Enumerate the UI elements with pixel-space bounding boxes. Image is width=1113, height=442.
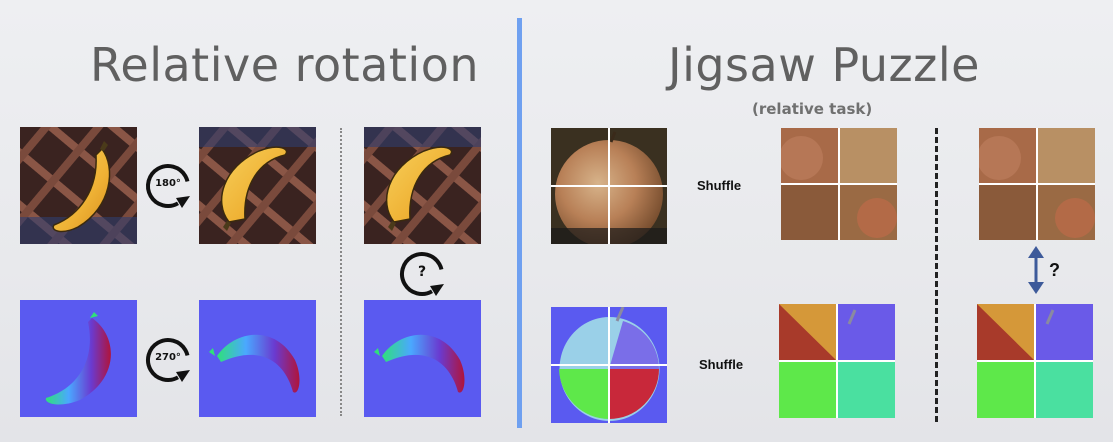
banana-photo-query: [364, 127, 481, 244]
rotate-arrow-icon: 180°: [140, 158, 196, 214]
relative-rotation-title: Relative rotation: [90, 38, 480, 92]
section-divider: [517, 18, 522, 428]
apple-normal-grid: [551, 307, 667, 423]
rotate-arrow-icon: 270°: [140, 332, 196, 388]
banana-normal-query: [364, 300, 481, 417]
dotted-divider: [340, 128, 342, 416]
apple-photo-grid: [551, 128, 667, 244]
shuffle-label-bottom: Shuffle: [699, 357, 744, 372]
jigsaw-subtitle: (relative task): [752, 100, 873, 118]
apple-normal-shuffled: [779, 304, 895, 418]
banana-normal-original: [20, 300, 137, 417]
jigsaw-question-label: ?: [1049, 260, 1060, 280]
banana-photo-rotated-180: [199, 127, 316, 244]
dashed-divider: [935, 128, 938, 422]
apple-photo-query: [979, 128, 1095, 240]
rotate-question-icon: ?: [394, 246, 450, 302]
apple-normal-query: [977, 304, 1093, 418]
jigsaw-puzzle-title: Jigsaw Puzzle: [668, 38, 980, 92]
rotation-question-label: ?: [417, 264, 427, 280]
rotation-270-label: 270°: [155, 352, 181, 363]
double-arrow-icon: [1026, 246, 1046, 294]
banana-normal-rotated-270: [199, 300, 316, 417]
apple-photo-shuffled: [781, 128, 897, 240]
shuffle-label-top: Shuffle: [697, 178, 742, 193]
banana-photo-original: [20, 127, 137, 244]
rotation-180-label: 180°: [155, 178, 181, 189]
